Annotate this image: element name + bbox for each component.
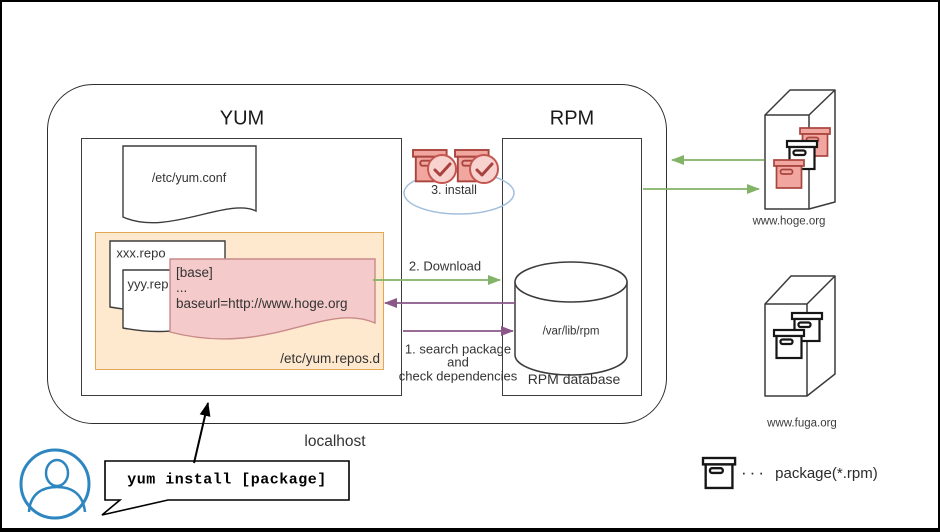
yyy-repo-label: yyy.rep <box>127 276 169 292</box>
install-package-check-icon <box>412 149 457 184</box>
rpm-package-icon <box>773 159 805 189</box>
search-step-line1: 1. search package <box>404 341 512 357</box>
user-icon <box>19 448 91 520</box>
rpm-db-label: RPM database <box>527 370 621 387</box>
command-to-yum-arrow <box>193 402 211 464</box>
repos-dir-label: /etc/yum.repos.d <box>280 351 380 367</box>
rpm-database-cylinder <box>514 261 628 376</box>
legend-dots: ··· <box>741 463 767 483</box>
yum-title: YUM <box>219 107 265 130</box>
repo-content-line2: ... <box>176 280 188 296</box>
rpm-title: RPM <box>549 107 595 130</box>
install-package-check-icon <box>454 149 499 184</box>
legend-label: package(*.rpm) <box>775 465 878 483</box>
xxx-repo-label: xxx.repo <box>116 245 166 261</box>
search-step-line3: check dependencies <box>398 368 518 384</box>
rpm-package-icon <box>772 328 806 360</box>
hoge-server-label: www.hoge.org <box>752 215 826 228</box>
yum-conf-document <box>122 145 257 224</box>
localhost-container <box>47 84 667 424</box>
repo-content-document <box>169 258 376 340</box>
rpm-db-path-label: /var/lib/rpm <box>542 325 600 338</box>
command-speech-bubble <box>101 460 350 516</box>
legend-package-icon <box>701 456 737 490</box>
legend-text: ··· package(*.rpm) <box>741 463 878 483</box>
repo-content-line3: baseurl=http://www.hoge.org <box>176 296 348 312</box>
download-step-label: 2. Download <box>408 258 482 274</box>
localhost-label: localhost <box>304 433 366 451</box>
search-step-line2: and <box>447 354 469 370</box>
fuga-server-label: www.fuga.org <box>767 417 837 430</box>
command-text: yum install [package] <box>127 471 327 489</box>
repo-content-line1: [base] <box>176 265 213 281</box>
install-step-label: 3. install <box>431 182 477 197</box>
yum-conf-label: /etc/yum.conf <box>151 170 227 185</box>
